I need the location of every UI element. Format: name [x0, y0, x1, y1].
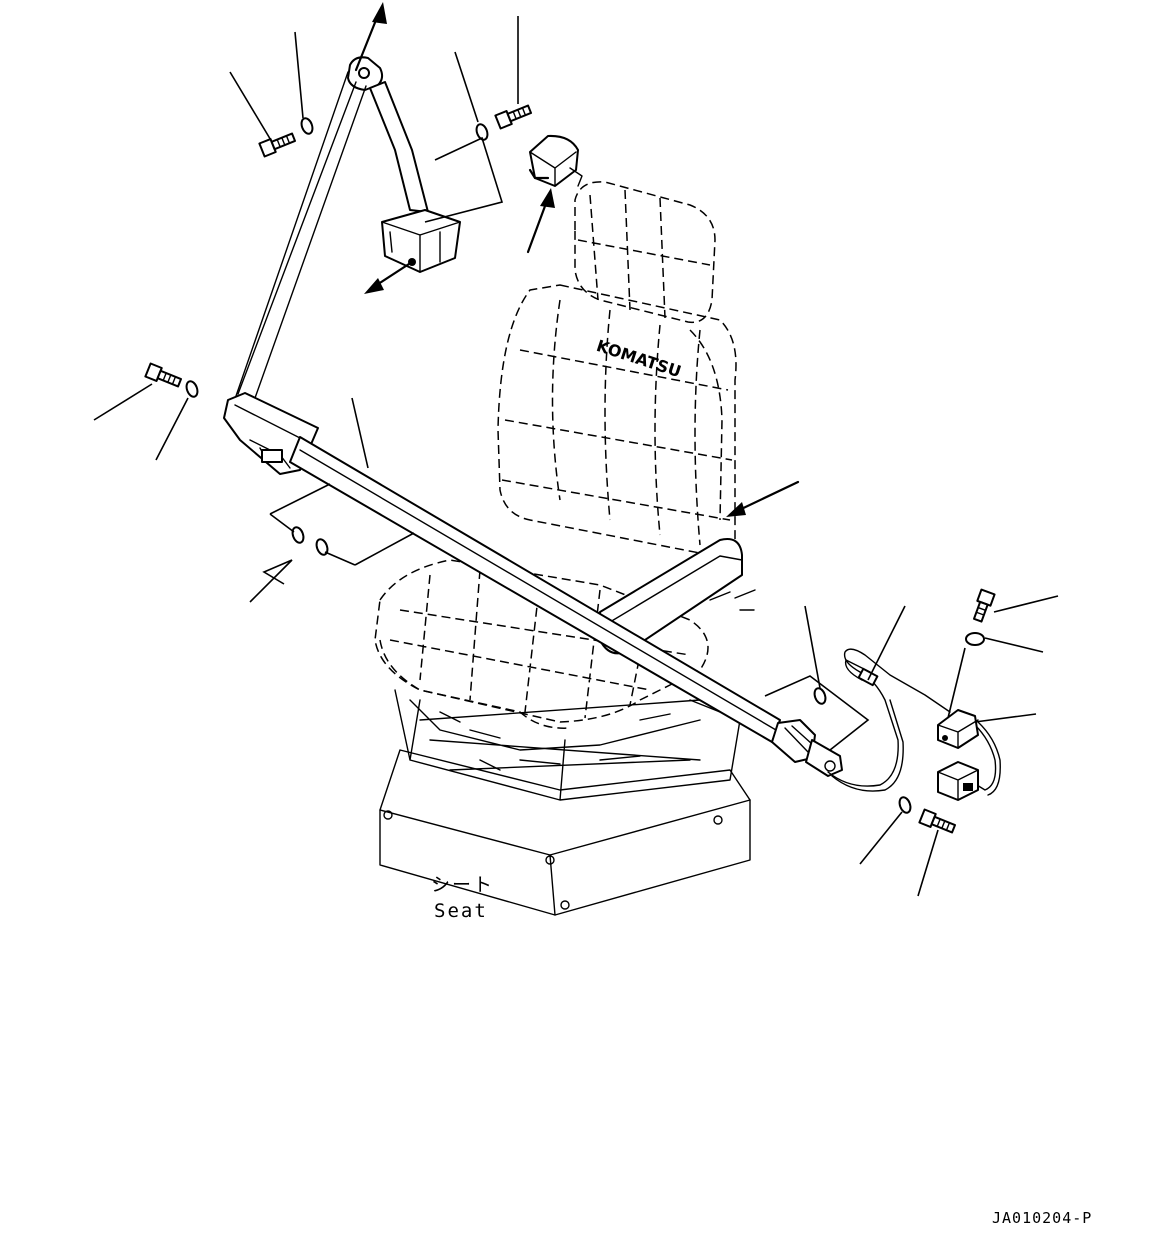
bolt-left	[144, 362, 183, 388]
headrest-part	[528, 134, 583, 187]
seat-label-english: Seat	[434, 900, 488, 922]
drawing-code: JA010204-P	[992, 1209, 1093, 1227]
seat-belt-retractor	[347, 56, 461, 273]
buckle-wire-harness	[827, 648, 1001, 796]
seat-label-japanese: シート	[431, 874, 495, 896]
bolt-top-left	[258, 132, 297, 158]
bolt-right-lower	[918, 808, 957, 834]
seat-outline	[374, 181, 756, 916]
bolt-right-upper	[972, 588, 996, 623]
bolt-top-right	[494, 104, 533, 130]
harness-connector	[937, 709, 979, 801]
washers	[185, 117, 985, 814]
leader-lines	[93, 16, 1059, 897]
seat-belt-webbing	[235, 71, 367, 399]
direction-arrows	[354, 2, 800, 517]
seat-belt-buckle-bar	[223, 392, 843, 777]
